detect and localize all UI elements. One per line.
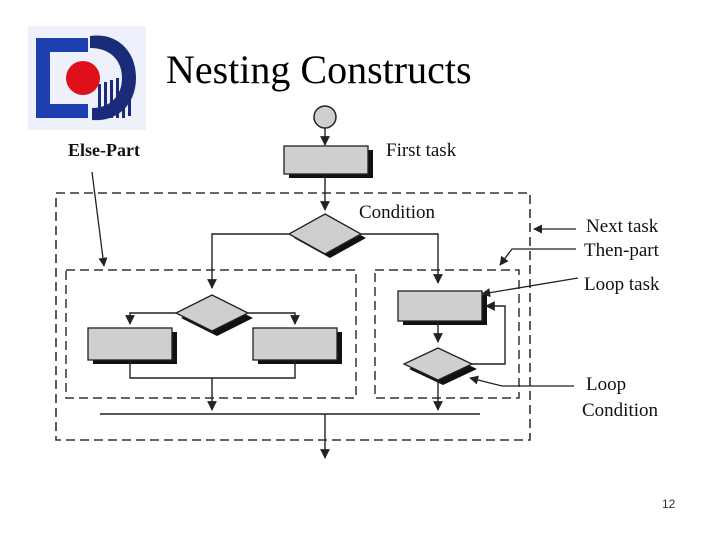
flow-inner-to-right [248, 312, 300, 325]
pointer-loop-task [481, 277, 579, 298]
else-part-label: Else-Part [68, 140, 140, 160]
then-part-label: Then-part [584, 240, 659, 261]
flow-right-to-join [212, 360, 296, 379]
pointer-else-part [91, 171, 108, 267]
else-right-task-box [252, 327, 342, 364]
loop-task-label: Loop task [584, 274, 660, 295]
outer-construct-boundary [55, 192, 531, 441]
first-task-box [283, 145, 373, 178]
pointer-loop-condition [469, 375, 574, 387]
flow-condition-to-else [207, 233, 289, 289]
flow-left-to-join [129, 360, 212, 379]
flow-loop-back [472, 301, 506, 365]
pointer-then-part [499, 248, 576, 266]
loop-condition-label-line1: Loop [586, 374, 627, 395]
condition-diamond [287, 213, 366, 258]
start-node [313, 105, 337, 129]
else-part-boundary [65, 269, 357, 399]
loop-condition-label-line2: Condition [582, 400, 659, 421]
then-part-boundary [374, 269, 520, 399]
university-logo-icon [28, 26, 146, 130]
loop-task-box [397, 290, 487, 325]
slide-title: Nesting Constructs [166, 47, 472, 92]
flow-inner-to-left [125, 312, 176, 325]
flow-condition-to-then [361, 233, 443, 284]
condition-label: Condition [359, 202, 436, 223]
else-part-condition-diamond [174, 294, 253, 336]
else-left-task-box [87, 327, 177, 364]
page-number: 12 [662, 497, 676, 511]
first-task-label: First task [386, 140, 457, 161]
loop-condition-diamond [402, 347, 477, 385]
next-task-label: Next task [586, 216, 659, 237]
